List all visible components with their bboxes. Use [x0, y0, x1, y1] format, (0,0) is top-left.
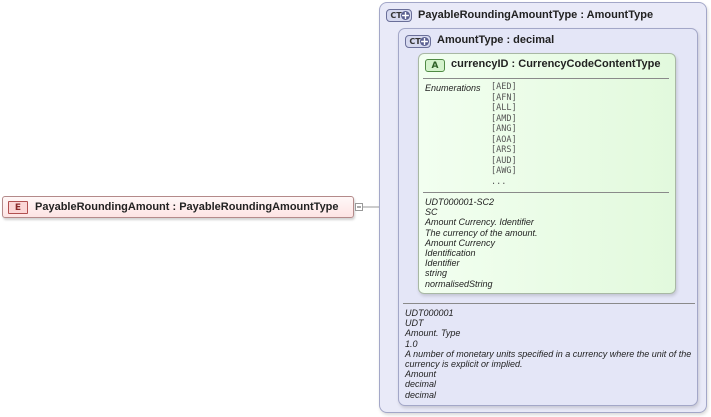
minus-icon [357, 206, 361, 208]
list-item: [AMD] [491, 113, 517, 124]
element-label: PayableRoundingAmount : PayableRoundingA… [35, 201, 339, 213]
attribute-label: currencyID : CurrencyCodeContentType [451, 58, 661, 70]
attribute-node[interactable]: A currencyID : CurrencyCodeContentType E… [418, 53, 676, 294]
list-item: [ARS] [491, 145, 517, 155]
complex-type-badge: CT [405, 35, 431, 48]
plus-icon [420, 37, 429, 46]
inner-type-documentation: UDT000001 UDT Amount. Type 1.0 A number … [405, 308, 692, 400]
divider [423, 192, 669, 193]
complex-type-badge: CT [386, 9, 412, 22]
divider [403, 303, 695, 304]
outer-type-label: PayableRoundingAmountType : AmountType [418, 9, 654, 21]
plus-icon [401, 11, 410, 20]
attribute-badge: A [425, 59, 445, 72]
list-item: [AOA] [491, 134, 517, 145]
list-item: [AWG] [491, 166, 517, 176]
expand-collapse-toggle[interactable] [355, 203, 363, 211]
list-item: [ANG] [491, 124, 517, 134]
list-item: ... [491, 176, 507, 187]
attribute-documentation: UDT000001-SC2 SC Amount Currency. Identi… [425, 197, 538, 289]
element-node[interactable]: E PayableRoundingAmount : PayableRoundin… [2, 196, 354, 218]
list-item: [AUD] [491, 155, 517, 166]
element-badge: E [8, 201, 28, 214]
list-item: [AFN] [491, 92, 517, 103]
inner-type-label: AmountType : decimal [437, 34, 555, 46]
divider [423, 78, 669, 79]
enumerations-label: Enumerations [425, 83, 481, 93]
list-item: [AED] [491, 82, 517, 92]
enumeration-list: [AED] [AFN] [ALL] [AMD] [ANG] [AOA] [ARS… [491, 82, 517, 187]
list-item: [ALL] [491, 103, 517, 113]
